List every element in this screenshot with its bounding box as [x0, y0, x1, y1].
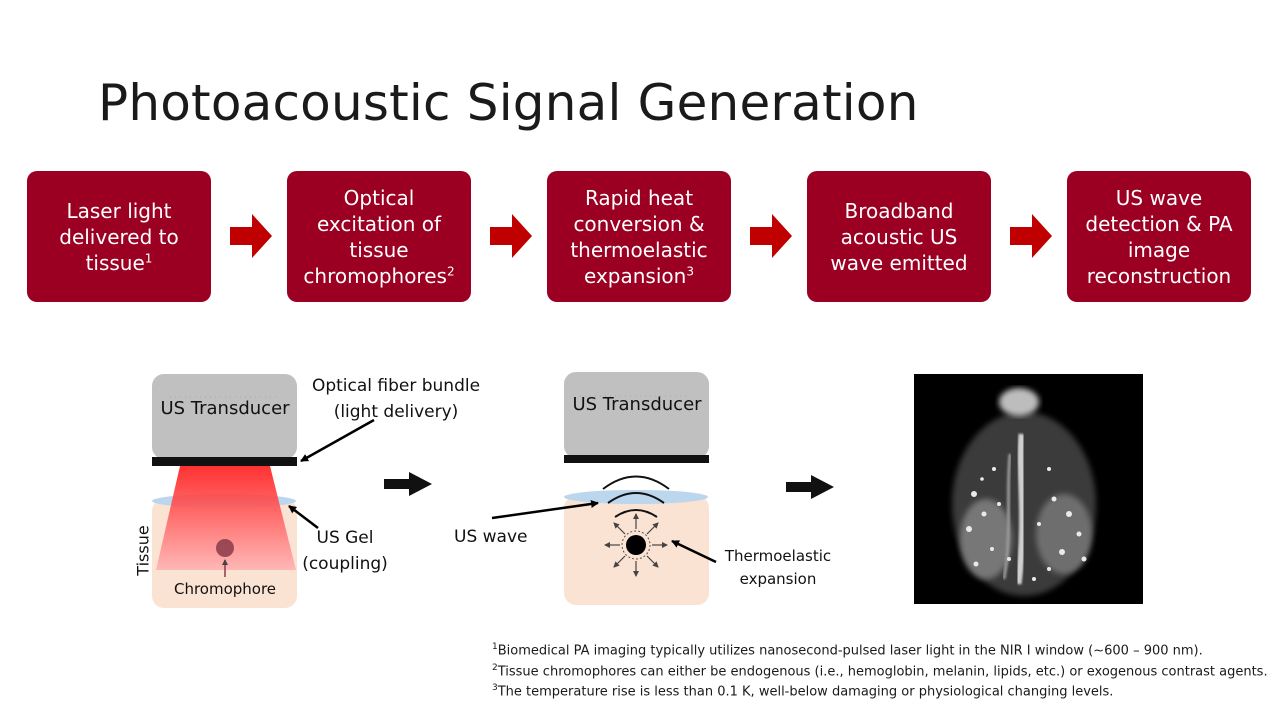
- right-arrow-icon: [490, 214, 532, 258]
- us-gel-label: US Gel (coupling): [302, 528, 388, 574]
- step-label: US wave detection & PA image reconstruct…: [1085, 185, 1233, 288]
- diagram-thermoelastic: [491, 372, 717, 605]
- step-acoustic-wave: Broadband acoustic US wave emitted: [807, 171, 991, 302]
- fiber-pointer: [300, 418, 375, 463]
- us-wave-pointer: [491, 500, 599, 520]
- wavefront: [602, 475, 670, 490]
- footnote-ref: 2: [446, 263, 455, 278]
- expansion-arrows: [604, 513, 668, 577]
- step-label: Optical excitation of tissue chromophore…: [303, 185, 447, 288]
- footnote-2: 2Tissue chromophores can either be endog…: [492, 663, 1268, 680]
- footnote-ref: 1: [144, 250, 153, 265]
- chromophore-dot: [216, 539, 234, 557]
- fiber-bundle-label: Optical fiber bundle (light delivery): [311, 376, 481, 422]
- step-detection-reconstruction: US wave detection & PA image reconstruct…: [1067, 171, 1251, 302]
- transducer-label: US Transducer: [572, 394, 702, 415]
- step-laser-light: Laser light delivered to tissue1: [27, 171, 211, 302]
- page-title: Photoacoustic Signal Generation: [98, 74, 919, 132]
- right-arrow-icon: [230, 214, 272, 258]
- transducer-body: [152, 374, 297, 459]
- pa-reconstruction-image: [914, 374, 1143, 604]
- black-arrow-icon: [786, 475, 834, 499]
- step-label: Rapid heat conversion & thermoelastic ex…: [570, 185, 708, 288]
- step-optical-excitation: Optical excitation of tissue chromophore…: [287, 171, 471, 302]
- footnote-3: 3The temperature rise is less than 0.1 K…: [492, 683, 1114, 700]
- step-label: Broadband acoustic US wave emitted: [830, 198, 968, 275]
- chromophore-dot: [626, 535, 646, 555]
- step-label: Laser light delivered to tissue: [59, 198, 179, 275]
- tissue-label: Tissue: [133, 525, 153, 576]
- wavefront: [607, 492, 665, 504]
- wavefront: [614, 509, 658, 518]
- footnote-1: 1Biomedical PA imaging typically utilize…: [492, 642, 1203, 659]
- footnote-ref: 3: [686, 263, 694, 278]
- expansion-ring: [621, 530, 651, 560]
- transducer-face: [152, 457, 297, 466]
- black-arrow-icon: [384, 472, 432, 496]
- pa-image-render: [914, 374, 1143, 604]
- step-heat-conversion: Rapid heat conversion & thermoelastic ex…: [547, 171, 731, 302]
- transducer-face: [564, 455, 709, 463]
- thermoelastic-label: Thermoelastic expansion: [724, 547, 832, 588]
- us-wave-label: US wave: [454, 527, 528, 547]
- us-gel: [564, 490, 708, 504]
- diagram-laser-delivery: [152, 374, 375, 608]
- transducer-body: [564, 372, 709, 458]
- expansion-pointer: [671, 539, 717, 564]
- right-arrow-icon: [1010, 214, 1052, 258]
- light-beam: [156, 466, 296, 570]
- right-arrow-icon: [750, 214, 792, 258]
- chromophore-label: Chromophore: [173, 580, 277, 598]
- gel-pointer: [288, 505, 319, 529]
- transducer-label: US Transducer: [160, 398, 290, 419]
